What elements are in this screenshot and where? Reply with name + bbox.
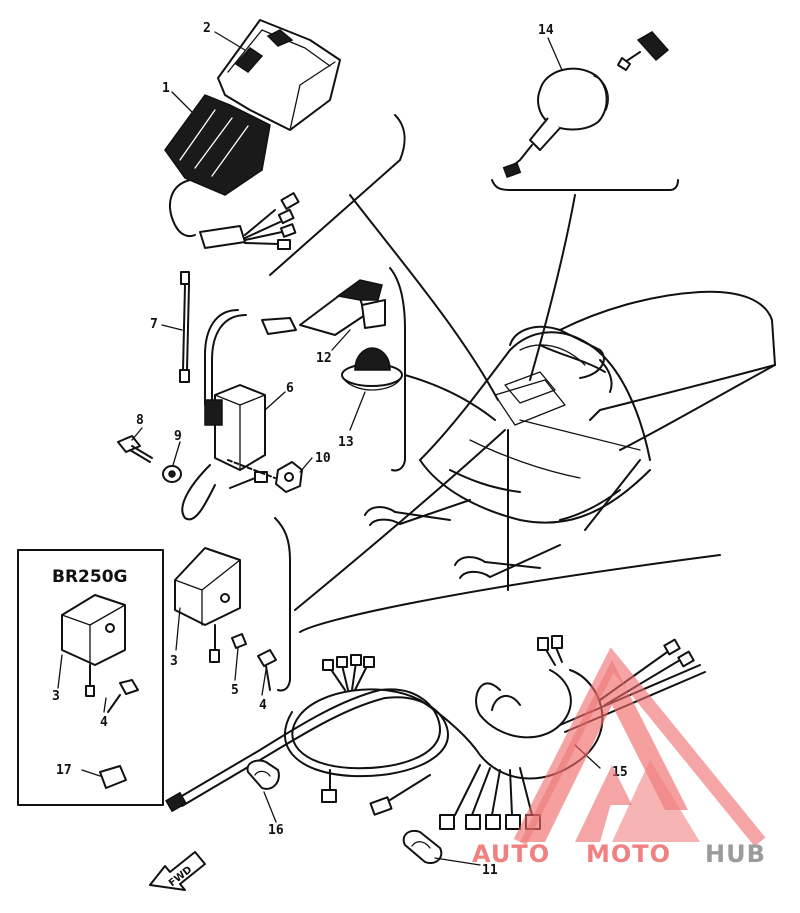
label-part-13: 13 (338, 435, 354, 450)
label-part-5: 5 (231, 683, 239, 698)
band (402, 829, 443, 864)
ignition-coil (181, 279, 386, 521)
label-part-12: 12 (316, 351, 332, 366)
label-part-16: 16 (268, 823, 284, 838)
label-br-part-4: 4 (100, 715, 108, 730)
label-part-4: 4 (259, 698, 267, 713)
label-part-8: 8 (136, 413, 144, 428)
label-part-3: 3 (170, 654, 178, 669)
label-part-1: 1 (162, 81, 170, 96)
leader-lines (294, 194, 576, 611)
cdi-unit (164, 94, 300, 250)
plug-lead-wire (179, 271, 190, 383)
br250g-regulator (61, 594, 139, 789)
front-direction-arrow: FWD (149, 851, 206, 891)
group-brackets (269, 114, 721, 692)
label-part-11: 11 (482, 863, 498, 878)
clamp (246, 759, 280, 790)
label-br-part-3: 3 (52, 689, 60, 704)
bolt-washer-nut (117, 435, 303, 493)
watermark-auto: AUTO (472, 840, 550, 868)
label-part-6: 6 (286, 381, 294, 396)
br250g-variant-box (17, 549, 164, 806)
label-part-9: 9 (174, 429, 182, 444)
watermark-hub: HUB (705, 840, 766, 868)
watermark-moto: MOTO (586, 840, 671, 868)
label-part-14: 14 (538, 23, 554, 38)
cap-rubber (341, 347, 403, 391)
watermark-logo: AUTO MOTO HUB (472, 647, 766, 868)
main-switch (502, 31, 670, 179)
label-part-7: 7 (150, 317, 158, 332)
callout-leaders (57, 31, 601, 866)
label-br-part-17: 17 (56, 763, 72, 778)
label-part-2: 2 (203, 21, 211, 36)
model-variant-label: BR250G (52, 567, 128, 587)
voltage-regulator (174, 547, 277, 691)
snowmobile-illustration (364, 290, 776, 579)
label-part-10: 10 (315, 451, 331, 466)
part-number-labels: 2 1 7 6 12 13 8 9 10 14 3 5 4 3 4 17 15 … (52, 21, 628, 878)
cdi-unit-cover (217, 19, 341, 131)
